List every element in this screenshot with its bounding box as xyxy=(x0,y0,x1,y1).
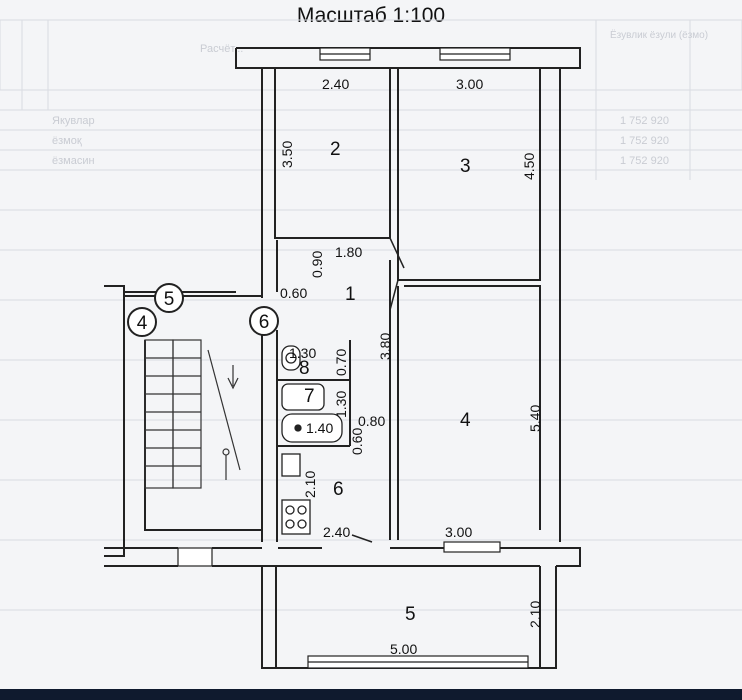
bottom-taskbar xyxy=(0,689,742,700)
room-2-label: 2 xyxy=(330,139,341,160)
dim-niche-width: 0.60 xyxy=(280,285,307,301)
dim-balcony-height: 2.10 xyxy=(527,601,543,628)
dim-wc-width: 1.30 xyxy=(289,345,316,361)
room-6-label: 6 xyxy=(333,479,344,500)
dim-niche-height: 0.90 xyxy=(309,251,325,278)
dim-room4-height: 5.40 xyxy=(527,405,543,432)
window-room4 xyxy=(443,541,501,553)
sink xyxy=(281,453,301,477)
dim-bath-width: 1.40 xyxy=(306,420,333,436)
dim-room3-width: 3.00 xyxy=(456,76,483,92)
bathtub-upper xyxy=(281,383,325,411)
mark-6-circle xyxy=(249,306,279,336)
bg-row-value-2: 1 752 920 xyxy=(620,135,669,147)
windows xyxy=(177,47,529,669)
mark-5-label: 5 xyxy=(164,289,175,310)
window-stair xyxy=(177,547,213,567)
dim-room2-width: 2.40 xyxy=(322,76,349,92)
room-4-label: 4 xyxy=(460,410,471,431)
doors xyxy=(351,237,405,543)
dim-hall-height: 3.80 xyxy=(377,333,393,360)
room-labels: 1 2 3 4 5 6 7 8 xyxy=(299,139,471,625)
dim-hall-top: 1.80 xyxy=(335,244,362,260)
dim-kitchen-width: 2.40 xyxy=(323,524,350,540)
dim-room3-height: 4.50 xyxy=(521,153,537,180)
dim-kitchen-height: 2.10 xyxy=(302,471,318,498)
dim-bath-height: 1.30 xyxy=(333,391,349,418)
bg-table-header-2: Ёзувлик ёзули (ёзмо) xyxy=(610,29,708,41)
dimension-labels: 2.40 3.00 3.50 4.50 1.80 0.90 0.60 3.80 … xyxy=(279,76,543,657)
room-3-label: 3 xyxy=(460,156,471,177)
background-table-text: Расчёт... Ёзувлик ёзули (ёзмо) Якувлар ё… xyxy=(52,29,708,167)
room-1-label: 1 xyxy=(345,284,356,305)
mark-6-label: 6 xyxy=(259,312,270,333)
bg-row-label-2: ёзмоқ xyxy=(52,135,82,147)
mark-4-label: 4 xyxy=(137,313,148,334)
dim-kitchen-niche: 0.60 xyxy=(349,428,365,455)
bg-table-header-1: Расчёт... xyxy=(200,43,243,55)
mark-4-circle xyxy=(127,307,157,337)
dim-room4-width: 3.00 xyxy=(445,524,472,540)
dim-wc-height: 0.70 xyxy=(333,349,349,376)
fixtures xyxy=(281,345,343,535)
background-table xyxy=(0,19,742,611)
bathtub xyxy=(281,413,343,443)
staircase xyxy=(144,339,241,489)
room-7-label: 7 xyxy=(304,386,315,407)
scale-title: Масштаб 1:100 xyxy=(296,4,446,27)
stair-marks xyxy=(127,283,279,337)
dim-balcony-width: 5.00 xyxy=(390,641,417,657)
dim-door-width: 0.80 xyxy=(358,413,385,429)
bg-row-value-3: 1 752 920 xyxy=(620,155,669,167)
bg-row-value-1: 1 752 920 xyxy=(620,115,669,127)
stove xyxy=(281,499,311,535)
room-8-label: 8 xyxy=(299,358,310,379)
bg-row-label-3: ёзмасин xyxy=(52,155,95,167)
bg-row-label-1: Якувлар xyxy=(52,115,95,127)
room-5-label: 5 xyxy=(405,604,416,625)
dim-room2-height: 3.50 xyxy=(279,141,295,168)
mark-5-circle xyxy=(154,283,184,313)
